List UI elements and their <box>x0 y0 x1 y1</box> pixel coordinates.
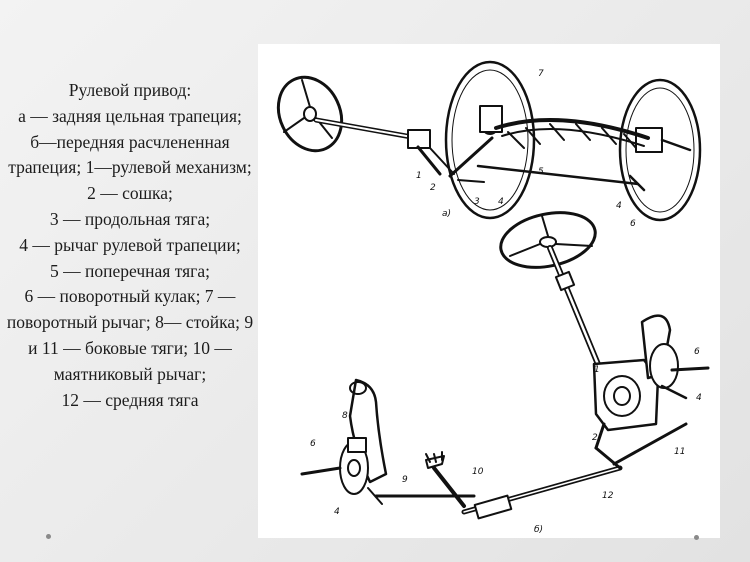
label-top-1: 1 <box>416 171 422 181</box>
caption-line: а — задняя цельная трапеция; <box>18 105 242 126</box>
label-bottom-12: 12 <box>602 491 614 501</box>
label-bottom-1: 1 <box>594 365 600 375</box>
drag-link <box>448 136 494 178</box>
label-bottom-4: 4 <box>696 393 702 403</box>
label-top-7: 7 <box>538 69 544 79</box>
label-top-2: 2 <box>430 183 436 193</box>
label-bottom-2: 2 <box>592 433 598 443</box>
steering-column-top <box>313 117 455 176</box>
label-top-5: 5 <box>538 167 544 177</box>
label-bottom-9: 9 <box>402 475 408 485</box>
caption-line: 4 — рычаг рулевой трапеции; <box>19 234 241 255</box>
caption-text: Рулевой привод: а — задняя цельная трапе… <box>4 78 256 413</box>
caption-line: 5 — поперечная тяга; <box>50 260 210 281</box>
steering-column-bottom <box>547 245 605 377</box>
slide-dot-left <box>46 534 51 539</box>
label-bottom-6: 6 <box>694 347 700 357</box>
label-a: а) <box>442 209 451 219</box>
steering-diagram: 1 2 3 4 5 4 6 7 а) 1 6 4 2 11 12 10 9 8 … <box>258 44 720 538</box>
caption-line: 2 — сошка; <box>87 183 173 204</box>
caption-line: 6 — поворотный кулак; 7 — поворотный рыч… <box>6 286 254 384</box>
wheel-right-top <box>618 78 702 222</box>
caption-title: Рулевой привод: <box>68 80 192 100</box>
steering-wheel-bottom <box>499 211 597 269</box>
label-bottom-4b: 4 <box>334 507 340 517</box>
center-link <box>461 465 623 520</box>
caption-line: 12 — средняя тяга <box>61 389 199 410</box>
steering-wheel-top <box>276 75 344 153</box>
caption-line: 3 — продольная тяга; <box>49 208 211 229</box>
tie-rod <box>476 164 640 186</box>
label-top-6: 6 <box>630 219 636 229</box>
label-b: б) <box>534 525 543 535</box>
side-rod-right <box>612 422 688 466</box>
label-top-4b: 4 <box>616 201 622 211</box>
steering-gear-box <box>592 358 660 450</box>
label-bottom-11: 11 <box>674 447 685 457</box>
slide-dot-right <box>694 535 699 540</box>
front-axle-beam <box>494 118 650 149</box>
label-bottom-8: 8 <box>342 411 348 421</box>
diagram-labels: 1 2 3 4 5 4 6 7 а) 1 6 4 2 11 12 10 9 8 … <box>310 69 702 535</box>
label-bottom-10: 10 <box>472 467 484 477</box>
pendulum-lever <box>425 451 466 508</box>
label-top-4: 4 <box>498 197 504 207</box>
label-bottom-6b: 6 <box>310 439 316 449</box>
strut-left <box>300 378 388 495</box>
label-top-3: 3 <box>474 197 480 207</box>
steering-drawing: 1 2 3 4 5 4 6 7 а) 1 6 4 2 11 12 10 9 8 … <box>276 60 710 535</box>
knuckle-right <box>640 314 710 400</box>
caption-line: б—передняя расчлененная трапеция; 1—руле… <box>8 131 252 178</box>
